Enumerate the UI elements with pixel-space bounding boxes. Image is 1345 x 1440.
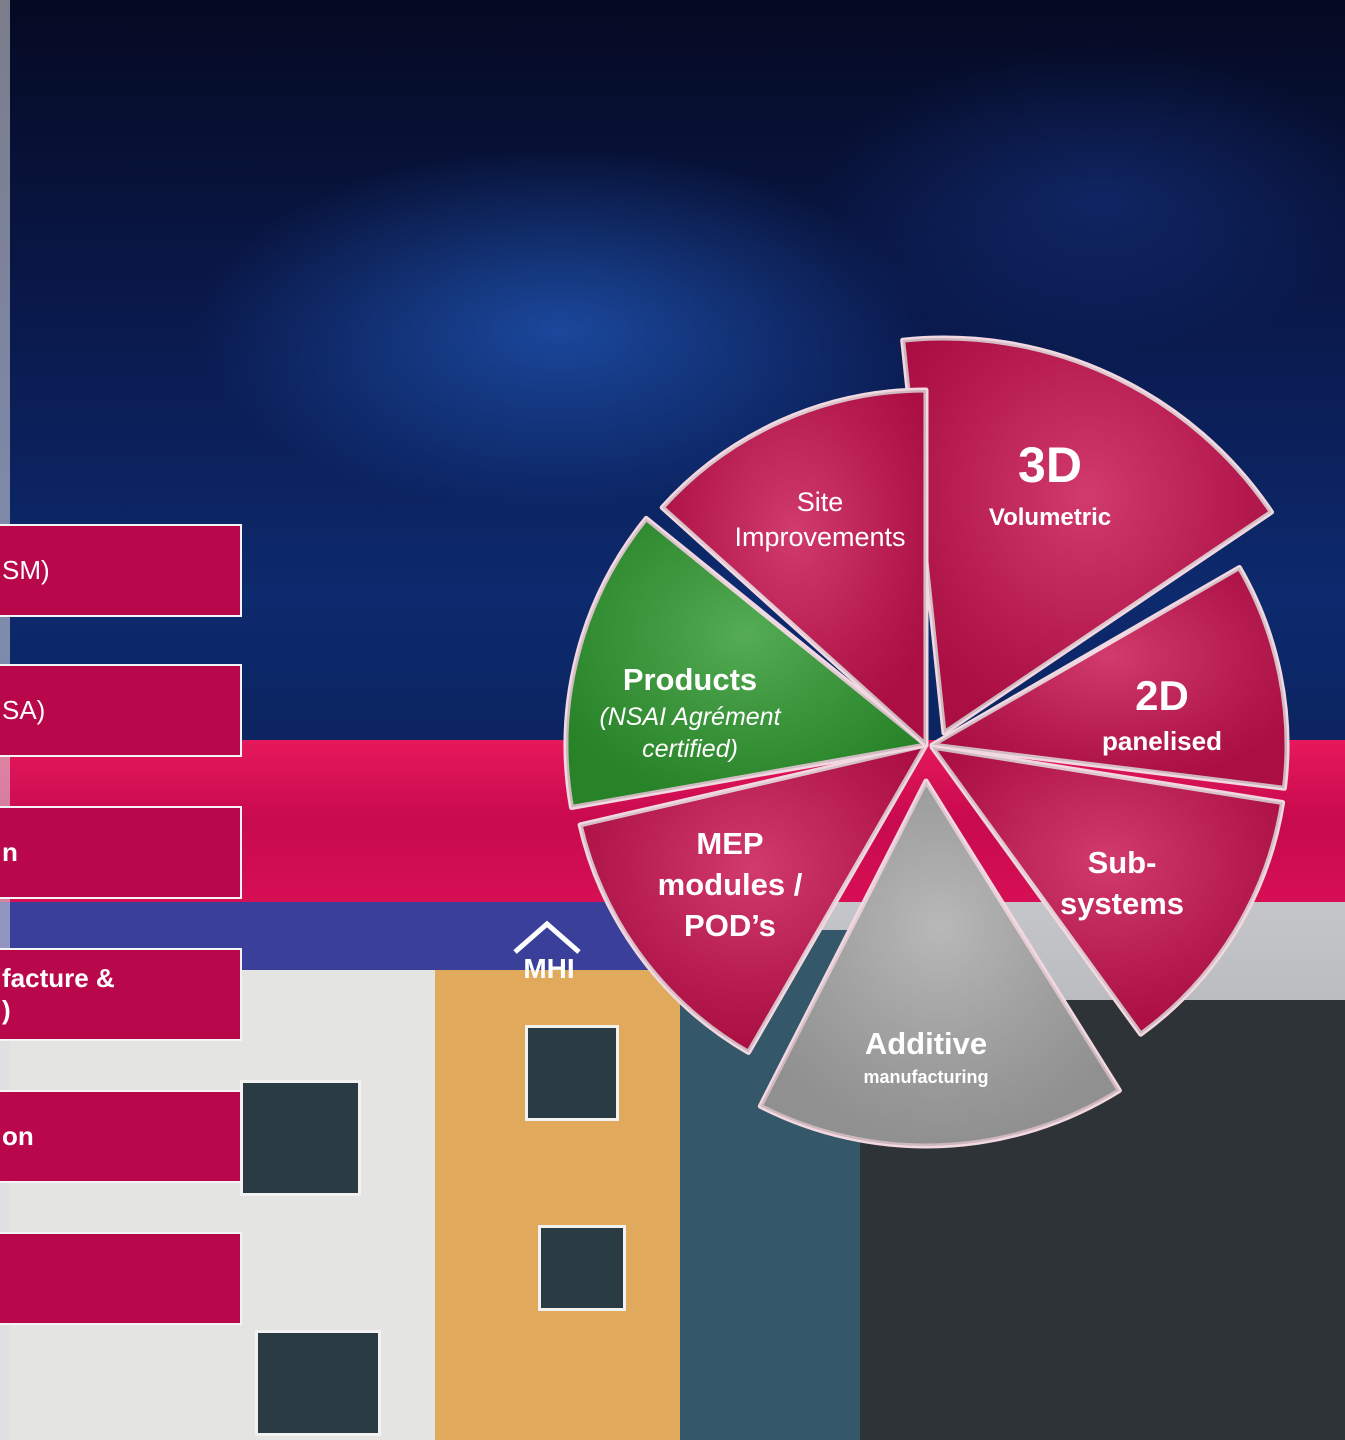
segment-label-volumetric: 3D Volumetric [989,437,1111,531]
wheel-segment-shading-panelised [932,567,1288,789]
segment-label-products: Products (NSAI Agrément certified) [599,662,781,763]
label-additive: Additive [865,1026,987,1061]
side-box-3: n [0,806,242,899]
label-site: Site [797,487,844,517]
label-nsai: (NSAI Agrément [599,703,781,731]
label-pods: POD’s [684,908,776,943]
wheel-segment-shading-products [566,518,926,808]
segment-label-additive: Additive manufacturing [863,1026,988,1087]
side-box-2: SA) [0,664,242,757]
label-mep: MEP [696,826,763,861]
building-wall-orange [435,900,690,1440]
label-certified: certified) [642,735,738,763]
building-window [240,1080,361,1196]
label-sub: Sub- [1088,845,1157,880]
side-box-5: on [0,1090,242,1183]
wheel-segment-shading-subsystems [932,747,1283,1035]
side-box-6 [0,1232,242,1325]
label-systems: systems [1060,886,1184,921]
segment-label-site: Site Improvements [734,487,905,552]
label-volumetric: Volumetric [989,504,1111,531]
segment-label-panelised: 2D panelised [1102,672,1222,756]
building-window [255,1330,381,1436]
wheel-segment-shading-mep [580,745,926,1053]
logo-text: MHI [523,953,574,984]
label-improvements: Improvements [734,522,905,552]
building-window [525,1025,619,1121]
mhi-logo: MHI [513,920,581,984]
label-modules: modules / [658,867,803,902]
wheel-segments [563,335,1290,1149]
wheel-segment-shading-additive [760,781,1120,1146]
segment-label-mep: MEP modules / POD’s [658,826,803,943]
building-window [538,1225,626,1311]
wheel-segment-shading-volumetric [902,338,1272,733]
side-box-1: SM) [0,524,242,617]
wheel-segment-shading-site [662,390,926,745]
label-manufacturing: manufacturing [863,1067,988,1087]
label-2d: 2D [1135,672,1189,719]
label-products: Products [623,662,757,697]
side-box-4: facture & ) [0,948,242,1041]
label-3d: 3D [1018,437,1082,493]
segment-label-subsystems: Sub- systems [1060,845,1184,921]
label-panelised: panelised [1102,726,1222,756]
